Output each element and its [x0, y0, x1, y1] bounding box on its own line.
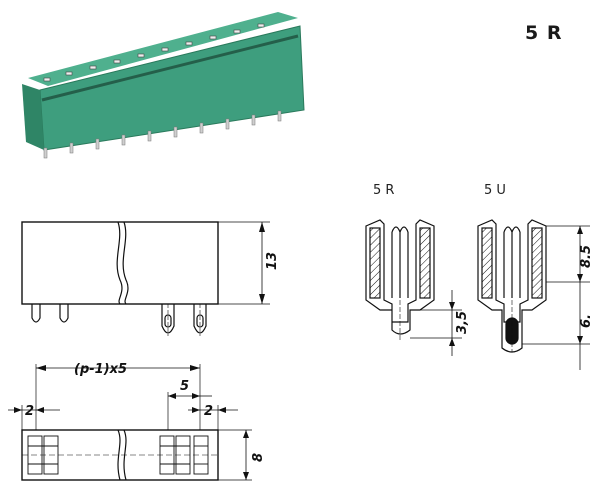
dim-pin-5u: 6. [579, 314, 590, 328]
dim-depth: 8 [251, 453, 266, 462]
dim-pitch: (p-1)x5 [74, 362, 127, 377]
dim-body-5u: 8,5 [579, 245, 590, 268]
connector-pins [43, 110, 282, 159]
section-5r [365, 219, 462, 356]
dim-13: 13 [265, 252, 280, 270]
dim-pin-pitch: 5 [180, 379, 189, 394]
connector-left-end [22, 84, 44, 150]
contact-openings [43, 23, 265, 82]
top-view [8, 364, 252, 481]
dim-left-margin: 2 [25, 404, 34, 419]
variant-label-5u: 5 U [484, 183, 506, 198]
variant-label-5r: 5 R [373, 183, 395, 198]
dim-pin-5r: 3,5 [455, 311, 470, 334]
section-5u [477, 219, 590, 370]
connector-slot [41, 34, 299, 102]
connector-front-face [39, 25, 305, 151]
front-view [21, 221, 270, 336]
dim-right-margin: 2 [204, 404, 213, 419]
page-title: 5 R [525, 22, 563, 44]
